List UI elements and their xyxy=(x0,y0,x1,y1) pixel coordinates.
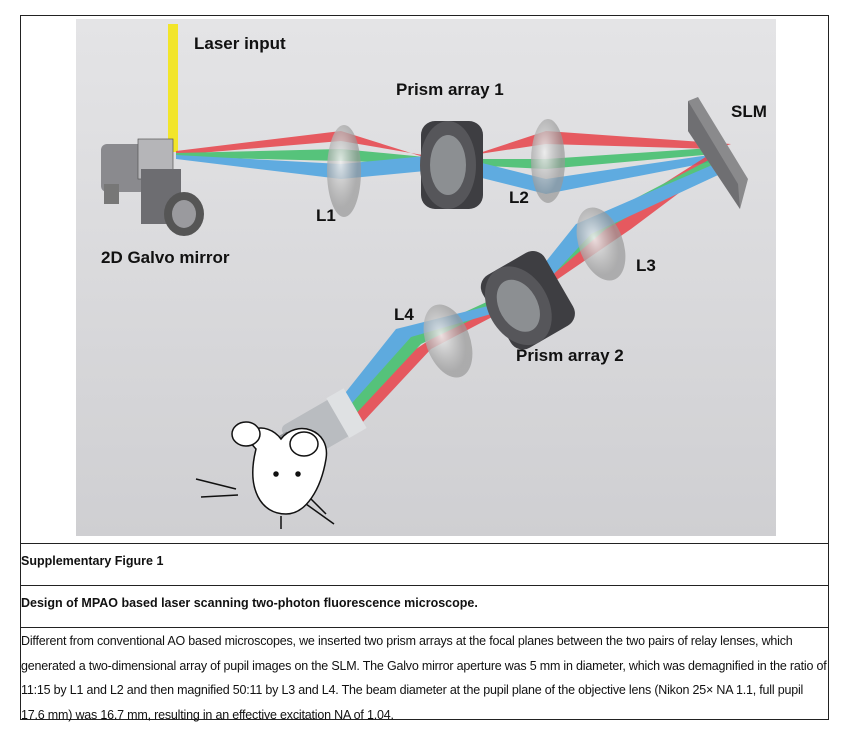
lens-l3 xyxy=(576,207,626,281)
microscope-diagram: Laser input Prism array 1 SLM L1 L2 2D G… xyxy=(76,19,776,536)
lens-l4 xyxy=(423,304,473,378)
figure-caption-body: Different from conventional AO based mic… xyxy=(21,634,827,722)
label-galvo: 2D Galvo mirror xyxy=(101,248,230,267)
prism-array-1 xyxy=(420,121,483,209)
lens-l2 xyxy=(531,119,565,203)
lens-l1 xyxy=(327,125,361,217)
label-prism-array-2: Prism array 2 xyxy=(516,346,624,365)
laser-beam xyxy=(168,24,178,152)
label-slm: SLM xyxy=(731,102,767,121)
label-l4: L4 xyxy=(394,305,414,324)
mouse-drawing xyxy=(195,421,335,529)
figure-table: Laser input Prism array 1 SLM L1 L2 2D G… xyxy=(20,15,829,722)
label-prism-array-1: Prism array 1 xyxy=(396,80,504,99)
caption-body-row: Different from conventional AO based mic… xyxy=(21,627,828,722)
caption-title-row: Design of MPAO based laser scanning two-… xyxy=(21,585,828,627)
galvo-mirror xyxy=(101,138,204,236)
figure-label: Supplementary Figure 1 xyxy=(21,554,164,568)
beam-path-1 xyxy=(176,131,731,194)
label-l2: L2 xyxy=(509,188,529,207)
label-laser-input: Laser input xyxy=(194,34,286,53)
label-l3: L3 xyxy=(636,256,656,275)
caption-label-row: Supplementary Figure 1 xyxy=(21,543,828,585)
prism-array-2 xyxy=(480,250,575,350)
figure-title: Design of MPAO based laser scanning two-… xyxy=(21,596,478,610)
label-l1: L1 xyxy=(316,206,336,225)
